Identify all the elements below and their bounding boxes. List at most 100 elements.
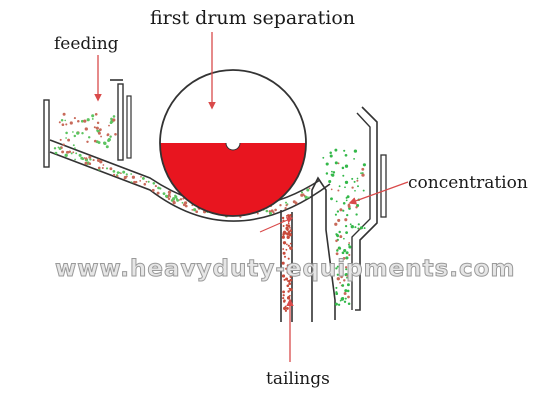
particle <box>344 153 348 157</box>
particle <box>292 200 296 204</box>
particle <box>85 157 88 160</box>
splitter-blade <box>311 176 336 322</box>
particle <box>356 179 359 182</box>
particle <box>289 278 293 282</box>
particle <box>345 231 348 234</box>
particle <box>102 164 105 166</box>
particle <box>116 171 120 174</box>
particle <box>282 294 285 297</box>
particle <box>362 189 365 192</box>
particle <box>54 151 58 155</box>
particle <box>359 226 364 230</box>
particle <box>65 123 68 126</box>
particle <box>76 131 80 135</box>
particle <box>335 292 339 296</box>
particle <box>281 216 285 220</box>
particle <box>305 196 308 200</box>
particle <box>341 284 345 287</box>
particle <box>74 147 76 149</box>
concentrate-chute-wall <box>355 106 378 311</box>
particle <box>62 112 66 116</box>
particle <box>345 272 348 276</box>
flow-arrows <box>94 32 409 362</box>
particle <box>345 251 349 255</box>
particle <box>93 126 96 129</box>
particle <box>88 162 92 166</box>
particle <box>285 306 289 310</box>
particle <box>105 145 109 149</box>
particle <box>325 172 329 175</box>
particle <box>337 189 340 192</box>
particle <box>284 309 288 312</box>
particle <box>357 227 360 230</box>
hopper-particles <box>58 112 117 149</box>
particle <box>345 199 348 202</box>
particle <box>346 283 350 287</box>
particle <box>354 189 356 192</box>
particle <box>289 242 292 245</box>
particle <box>325 162 329 166</box>
particle <box>334 213 337 216</box>
particle <box>348 245 352 249</box>
concentrate-chute <box>322 106 387 311</box>
drum-shaft-notch <box>225 142 241 151</box>
concentration-arrow <box>348 181 409 205</box>
particle <box>92 159 95 162</box>
particle <box>99 160 103 164</box>
particle <box>88 155 92 159</box>
concentration-label: concentration <box>408 173 528 193</box>
particle <box>322 156 325 159</box>
particle <box>154 185 157 188</box>
particle <box>361 172 364 174</box>
particle <box>335 252 339 256</box>
particle <box>112 173 116 177</box>
particle <box>335 200 338 203</box>
particle <box>74 158 76 161</box>
particle <box>87 136 91 139</box>
tailings-label: tailings <box>266 369 330 389</box>
particle <box>344 297 347 300</box>
particle <box>130 173 133 175</box>
particle <box>58 147 62 150</box>
particle <box>289 287 293 292</box>
particle <box>336 277 340 281</box>
hopper-left-wall <box>43 99 50 168</box>
particle <box>171 197 176 201</box>
particle <box>283 300 286 303</box>
particle <box>68 150 72 154</box>
particle <box>84 161 88 165</box>
particle <box>347 243 350 246</box>
particle <box>84 127 88 131</box>
particle <box>286 270 290 274</box>
particle <box>179 198 183 201</box>
particle <box>283 255 287 258</box>
particle <box>348 242 351 244</box>
particle <box>165 194 168 198</box>
particle <box>353 180 356 183</box>
particle <box>61 150 65 154</box>
particle <box>344 180 349 185</box>
particle <box>339 265 343 269</box>
particle <box>72 151 75 154</box>
particle <box>286 235 290 239</box>
particle <box>286 264 290 268</box>
particle <box>329 151 332 155</box>
particle <box>334 222 338 226</box>
particle <box>361 173 365 177</box>
particle <box>344 218 348 222</box>
particle <box>341 296 345 301</box>
particle <box>162 192 166 196</box>
particle <box>91 114 95 118</box>
particle <box>287 257 290 260</box>
particle <box>328 179 332 184</box>
particle <box>300 191 304 194</box>
particle <box>289 229 293 232</box>
particle <box>353 157 356 160</box>
particle <box>285 277 289 281</box>
particle <box>140 175 142 178</box>
particle <box>338 230 341 234</box>
particle <box>167 190 172 194</box>
particle <box>59 138 62 141</box>
particle <box>157 186 160 190</box>
particle <box>143 183 147 186</box>
